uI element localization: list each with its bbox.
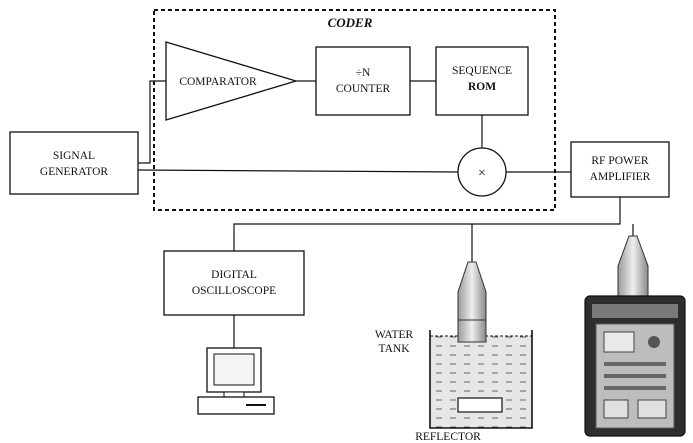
signal-generator-box xyxy=(9,131,139,195)
water-tank-line1: WATER xyxy=(375,329,414,341)
multiplier: × xyxy=(457,147,507,197)
computer-stand xyxy=(223,391,245,398)
counter-line1: ÷N xyxy=(356,67,371,79)
coder-title: CODER xyxy=(328,15,373,30)
computer-base xyxy=(197,396,275,415)
rf-amplifier-box xyxy=(570,141,670,198)
reflector-plate xyxy=(457,397,503,413)
oscilloscope-block: DIGITAL OSCILLOSCOPE xyxy=(163,250,305,316)
counter-box xyxy=(315,46,411,116)
sequence-rom-block: SEQUENCE ROM xyxy=(435,46,529,116)
computer xyxy=(197,347,275,415)
sequence-rom-box xyxy=(435,46,529,116)
device-control-row-3 xyxy=(604,386,666,390)
multiplier-symbol: × xyxy=(478,166,486,181)
device-port-2 xyxy=(637,399,667,419)
rf-amplifier-block: RF POWER AMPLIFIER xyxy=(570,141,670,198)
tank-transducer xyxy=(457,261,487,343)
comparator-label: COMPARATOR xyxy=(179,76,257,88)
counter-line2: COUNTER xyxy=(336,83,391,95)
tank-walls xyxy=(429,330,533,429)
coder-block: CODER xyxy=(153,9,556,211)
oscilloscope-line1: DIGITAL xyxy=(211,269,257,281)
wire-generator-to-multiplier xyxy=(137,169,459,173)
oscilloscope-line2: OSCILLOSCOPE xyxy=(192,285,276,297)
water-tank: WATER TANK REFLECTOR xyxy=(375,329,533,443)
water-fill xyxy=(430,336,532,428)
signal-generator-block: SIGNAL GENERATOR xyxy=(9,131,139,195)
tank-transducer-body xyxy=(457,261,487,321)
wire-amplifier-bus xyxy=(233,197,621,251)
device-knob xyxy=(648,336,660,348)
signal-generator-line1: SIGNAL xyxy=(53,150,95,162)
reflector-label: REFLECTOR xyxy=(415,431,481,443)
tank-transducer-head xyxy=(457,319,487,343)
rf-amplifier-line2: AMPLIFIER xyxy=(590,171,651,183)
signal-generator-line2: GENERATOR xyxy=(40,166,108,178)
wires xyxy=(137,80,634,348)
wire-generator-to-comparator xyxy=(138,80,166,164)
device-top-panel xyxy=(592,304,678,318)
counter-block: ÷N COUNTER xyxy=(315,46,411,116)
comparator: COMPARATOR xyxy=(165,41,299,121)
rf-amplifier-line1: RF POWER xyxy=(591,155,649,167)
device-control-row-1 xyxy=(604,362,666,366)
device-display xyxy=(603,331,635,353)
device-control-row-2 xyxy=(604,374,666,378)
water-tank-line2: TANK xyxy=(378,343,410,355)
device-port xyxy=(603,399,629,419)
device-probe xyxy=(617,235,649,297)
oscilloscope-box xyxy=(163,250,305,316)
computer-screen xyxy=(213,353,255,386)
coder-boundary xyxy=(153,9,556,211)
sequence-rom-line2: ROM xyxy=(468,81,496,93)
sequence-rom-line1: SEQUENCE xyxy=(452,65,512,77)
handheld-device xyxy=(584,235,686,437)
